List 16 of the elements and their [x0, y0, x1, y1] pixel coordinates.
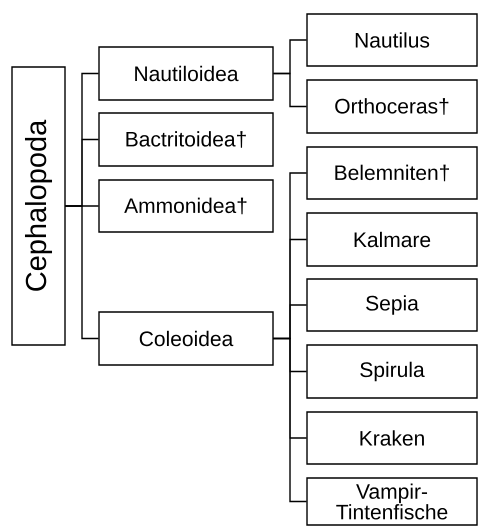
taxon-box: Kraken [306, 411, 478, 465]
taxon-box: Orthoceras† [306, 79, 478, 134]
tree-connector [274, 72, 306, 108]
taxon-box: Nautilus [306, 13, 478, 67]
taxon-box: Cephalopoda [11, 66, 66, 346]
taxon-box: Nautiloidea [98, 46, 274, 101]
taxon-box: Spirula [306, 344, 478, 399]
taxon-box: Ammonidea† [98, 179, 274, 233]
taxon-box: Coleoidea [98, 311, 274, 366]
tree-connector [274, 338, 306, 502]
taxon-box: Bactritoidea† [98, 112, 274, 167]
taxon-box: Vampir- Tintenfische [306, 477, 478, 526]
tree-connector [66, 205, 98, 340]
taxon-box: Kalmare [306, 212, 478, 267]
taxon-box: Belemniten† [306, 146, 478, 200]
taxon-box: Sepia [306, 278, 478, 332]
